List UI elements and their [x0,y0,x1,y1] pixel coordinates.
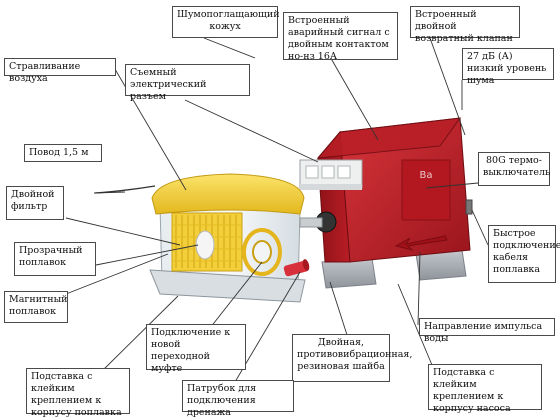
label-noise-casing: Шумопоглащающий кожух [172,6,280,38]
cable-port [465,199,473,215]
label-transparent-float: Прозрачный поплавок [14,242,96,276]
coupling [242,228,282,276]
electrical-connector [299,159,363,190]
label-float-stand: Подставка с клейким креплением к корпусу… [26,368,130,418]
float-reservoir [149,173,310,303]
label-alarm-signal: Встроенный аварийный сигнал с двойным ко… [283,12,398,62]
label-coupling-connection: Подключение к новой переходной муфте [146,324,246,374]
label-drain-nozzle: Патрубок для подключения дренажа [182,380,294,418]
label-washer: Двойная, противовибрационная, резиновая … [292,334,412,382]
label-thermal-switch: 80G термо-выключатель [478,152,550,186]
label-removable-connector: Съемный электрический разъем [125,64,250,102]
pump-body: Ba [299,117,473,289]
label-noise-level: 27 дБ (А) низкий уровень шума [462,48,554,86]
label-impulse-direction: Направление импульса воды [419,318,555,344]
label-air-release: Стравливание воздуха [4,58,116,84]
label-cord-length: Повод 1,5 м [24,144,102,162]
label-magnetic-float: Магнитный поплавок [4,291,68,323]
pump-outlet [299,211,337,233]
power-cord [94,185,156,194]
direction-arrow [394,235,448,251]
svg-text:Ba: Ba [420,170,433,181]
yellow-lid [151,173,305,215]
label-pump-stand: Подставка с клейким креплением к корпусу… [428,364,542,414]
float-element [195,230,215,260]
label-double-filter: Двойной фильтр [6,186,64,220]
label-check-valve: Встроенный двойной возвратный клапан [410,6,520,44]
label-quick-cable: Быстрое подключение кабеля поплавка [488,225,560,283]
